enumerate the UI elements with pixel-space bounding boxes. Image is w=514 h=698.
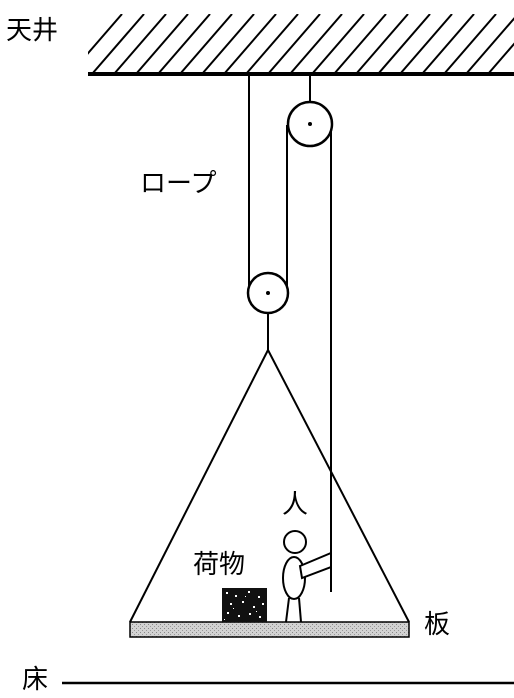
person-label: 人 <box>282 490 309 520</box>
cargo <box>222 588 267 622</box>
board <box>129 621 410 638</box>
lower-pulley <box>246 271 290 315</box>
board-hanger <box>129 349 410 623</box>
ceiling <box>88 14 514 76</box>
upper-pulley <box>286 100 334 148</box>
rope-label: ロープ <box>140 169 217 199</box>
ceiling-label: 天井 <box>6 16 59 46</box>
person <box>282 530 332 623</box>
cargo-label: 荷物 <box>193 550 246 580</box>
floor-label: 床 <box>22 665 49 695</box>
board-label: 板 <box>424 610 451 640</box>
rope <box>248 74 332 592</box>
